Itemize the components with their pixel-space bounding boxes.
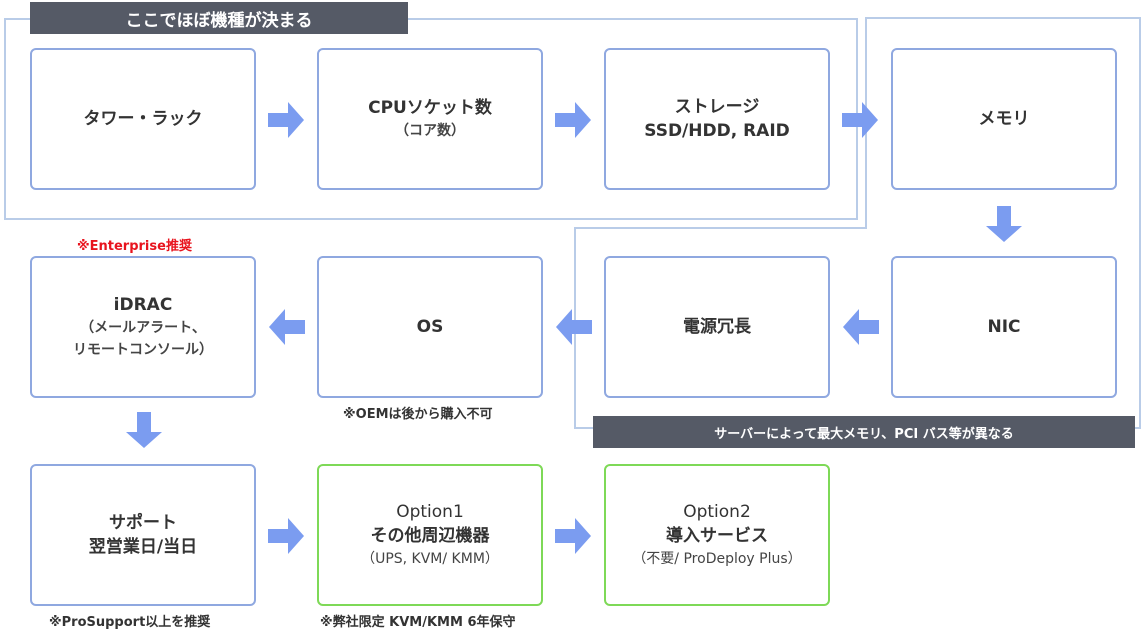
option2-label: Option2 [683, 502, 751, 522]
support-label: サポート [109, 513, 177, 533]
idrac-box: iDRAC （メールアラート、 リモートコンソール） [30, 256, 256, 398]
arrow-right-icon [555, 518, 591, 554]
option2-detail-label: 導入サービス [666, 526, 768, 546]
storage-label: ストレージ [674, 97, 760, 117]
nic-label: NIC [987, 317, 1021, 337]
cpu-core-label: （コア数） [395, 123, 465, 139]
nic-box: NIC [891, 256, 1117, 398]
oem-note: ※OEMは後から購入不可 [343, 407, 493, 422]
idrac-label: iDRAC [113, 295, 173, 315]
option1-label: Option1 [396, 502, 464, 522]
power-redundancy-label: 電源冗長 [683, 317, 751, 337]
arrow-down-icon [126, 412, 162, 448]
arrow-right-icon [268, 102, 304, 138]
memory-label: メモリ [978, 109, 1030, 129]
arrow-right-icon [268, 518, 304, 554]
tower-rack-label: タワー・ラック [83, 109, 203, 129]
idrac-detail-label-2: リモートコンソール） [73, 342, 213, 358]
model-decision-banner: ここでほぼ機種が決まる [30, 2, 408, 34]
cpu-socket-label: CPUソケット数 [368, 98, 492, 118]
memory-box: メモリ [891, 48, 1117, 190]
power-redundancy-box: 電源冗長 [604, 256, 830, 398]
model-decision-banner-text: ここでほぼ機種が決まる [125, 10, 313, 31]
arrow-left-icon [556, 309, 592, 345]
storage-detail-label: SSD/HDD, RAID [644, 121, 790, 141]
arrow-right-icon [555, 102, 591, 138]
idrac-detail-label-1: （メールアラート、 [80, 320, 206, 336]
prosupport-note: ※ProSupport以上を推奨 [49, 615, 211, 630]
option1-box: Option1 その他周辺機器 （UPS, KVM/ KMM） [317, 464, 543, 606]
server-variation-banner: サーバーによって最大メモリ、PCI バス等が異なる [593, 416, 1135, 448]
arrow-down-icon [986, 206, 1022, 242]
server-variation-banner-text: サーバーによって最大メモリ、PCI バス等が異なる [714, 426, 1014, 442]
storage-box: ストレージ SSD/HDD, RAID [604, 48, 830, 190]
option2-examples-label: （不要/ ProDeploy Plus） [632, 551, 802, 567]
arrow-right-icon [842, 102, 878, 138]
arrow-left-icon [843, 309, 879, 345]
tower-rack-box: タワー・ラック [30, 48, 256, 190]
os-box: OS [317, 256, 543, 398]
support-detail-label: 翌営業日/当日 [88, 537, 198, 557]
arrow-left-icon [269, 309, 305, 345]
option2-box: Option2 導入サービス （不要/ ProDeploy Plus） [604, 464, 830, 606]
kvm-maintenance-note: ※弊社限定 KVM/KMM 6年保守 [320, 615, 516, 630]
option1-detail-label: その他周辺機器 [370, 526, 490, 546]
option1-examples-label: （UPS, KVM/ KMM） [361, 551, 499, 567]
enterprise-note: ※Enterprise推奨 [77, 239, 192, 254]
cpu-socket-box: CPUソケット数 （コア数） [317, 48, 543, 190]
support-box: サポート 翌営業日/当日 [30, 464, 256, 606]
os-label: OS [416, 317, 444, 337]
